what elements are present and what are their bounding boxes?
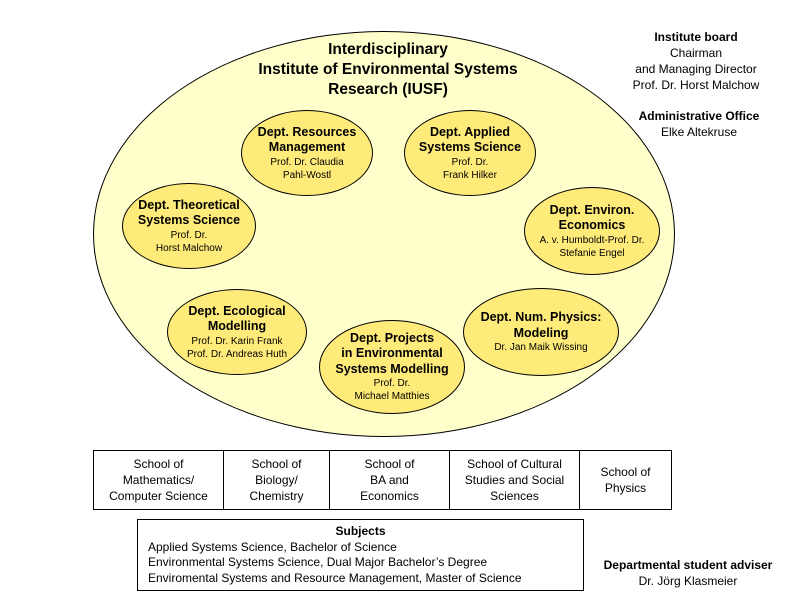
dept-person-line: Frank Hilker (443, 169, 497, 181)
school-cell: School of Biology/ Chemistry (223, 451, 329, 509)
institute-title-line: Research (IUSF) (328, 81, 448, 98)
school-line: Studies and Social (464, 473, 565, 487)
dept-name-line: Dept. Num. Physics: (480, 310, 602, 324)
dept-person-line: A. v. Humboldt-Prof. Dr. (539, 234, 645, 246)
dept-name-line: Dept. Applied (429, 124, 511, 139)
dept-person-line: Pahl-Wostl (282, 169, 332, 181)
subject-item: Applied Systems Science, Bachelor of Sci… (148, 539, 397, 554)
dept-name-line: Economics (558, 218, 626, 232)
dept-name-line: Systems Science (137, 213, 241, 227)
school-cell: School of Cultural Studies and Social Sc… (449, 451, 579, 509)
subject-item: Environmental Systems Science, Dual Majo… (148, 555, 488, 569)
school-line: Mathematics/ (122, 473, 195, 487)
dept-name-line: Dept. Theoretical (138, 197, 240, 212)
institute-board-heading: Institute board (654, 30, 738, 44)
institute-board-line: Chairman (669, 46, 723, 60)
dept-name-line: Dept. Resources (257, 124, 357, 139)
dept-person-line: Horst Malchow (155, 242, 223, 254)
subjects-box: Subjects Applied Systems Science, Bachel… (137, 519, 584, 591)
institute-board-line: Prof. Dr. Horst Malchow (632, 78, 760, 92)
dept-num-physics-modeling: Dept. Num. Physics: Modeling Dr. Jan Mai… (463, 288, 619, 376)
administrative-office: Administrative Office Elke Altekruse (606, 108, 792, 140)
dept-person-line: Prof. Dr. (373, 378, 411, 390)
student-adviser: Departmental student adviser Dr. Jörg Kl… (590, 557, 786, 589)
school-line: Chemistry (249, 489, 304, 503)
school-line: School of (133, 457, 184, 471)
dept-person-line: Prof. Dr. Andreas Huth (186, 348, 288, 360)
dept-person-line: Prof. Dr. (451, 156, 489, 168)
dept-theoretical-systems-science: Dept. Theoretical Systems Science Prof. … (122, 183, 256, 269)
institute-title-line: Interdisciplinary (328, 41, 448, 58)
schools-row: School of Mathematics/ Computer Science … (93, 450, 672, 510)
dept-name-line: Modelling (207, 319, 267, 333)
student-adviser-heading: Departmental student adviser (603, 558, 773, 572)
dept-name-line: in Environmental (341, 346, 443, 361)
school-line: Computer Science (109, 489, 208, 503)
school-cell: School of Physics (579, 451, 671, 509)
dept-environ-economics: Dept. Environ. Economics A. v. Humboldt-… (524, 187, 660, 275)
administrative-office-heading: Administrative Office (638, 109, 760, 123)
institute-title: Interdisciplinary Institute of Environme… (220, 40, 556, 100)
dept-name-line: Dept. Ecological (188, 303, 286, 318)
dept-name-line: Management (268, 140, 346, 154)
dept-ecological-modelling: Dept. Ecological Modelling Prof. Dr. Kar… (167, 289, 307, 375)
dept-person-line: Michael Matthies (354, 391, 430, 403)
school-line: Sciences (490, 489, 539, 503)
school-line: School of (364, 457, 415, 471)
school-line: Economics (360, 489, 419, 503)
institute-title-line: Institute of Environmental Systems (258, 61, 518, 78)
institute-board-line: and Managing Director (635, 62, 757, 76)
dept-person-line: Prof. Dr. Claudia (270, 156, 344, 168)
dept-applied-systems-science: Dept. Applied Systems Science Prof. Dr. … (404, 110, 536, 196)
school-line: Biology/ (255, 473, 298, 487)
subjects-heading: Subjects (335, 524, 386, 538)
institute-board: Institute board Chairman and Managing Di… (606, 29, 786, 93)
dept-person-line: Dr. Jan Maik Wissing (494, 342, 588, 353)
dept-name-line: Systems Science (418, 140, 522, 154)
administrative-office-name: Elke Altekruse (660, 125, 738, 139)
student-adviser-name: Dr. Jörg Klasmeier (638, 574, 738, 588)
school-line: BA and (370, 473, 409, 487)
school-line: School of (251, 457, 302, 471)
school-cell: School of BA and Economics (329, 451, 449, 509)
subject-item: Enviromental Systems and Resource Manage… (148, 570, 522, 585)
dept-person-line: Stefanie Engel (559, 247, 625, 259)
school-line: School of Cultural (467, 457, 562, 471)
dept-resources-management: Dept. Resources Management Prof. Dr. Cla… (241, 110, 373, 196)
school-cell: School of Mathematics/ Computer Science (94, 451, 223, 509)
dept-projects-environmental-systems-modelling: Dept. Projects in Environmental Systems … (319, 320, 465, 414)
dept-person-line: Prof. Dr. (170, 229, 208, 241)
school-line: Physics (604, 481, 647, 495)
school-line: School of (600, 465, 651, 479)
dept-name-line: Systems Modelling (335, 361, 449, 376)
dept-name-line: Dept. Projects (349, 330, 435, 345)
dept-name-line: Modeling (513, 325, 569, 340)
dept-name-line: Dept. Environ. (549, 202, 635, 217)
dept-person-line: Prof. Dr. Karin Frank (191, 335, 283, 347)
